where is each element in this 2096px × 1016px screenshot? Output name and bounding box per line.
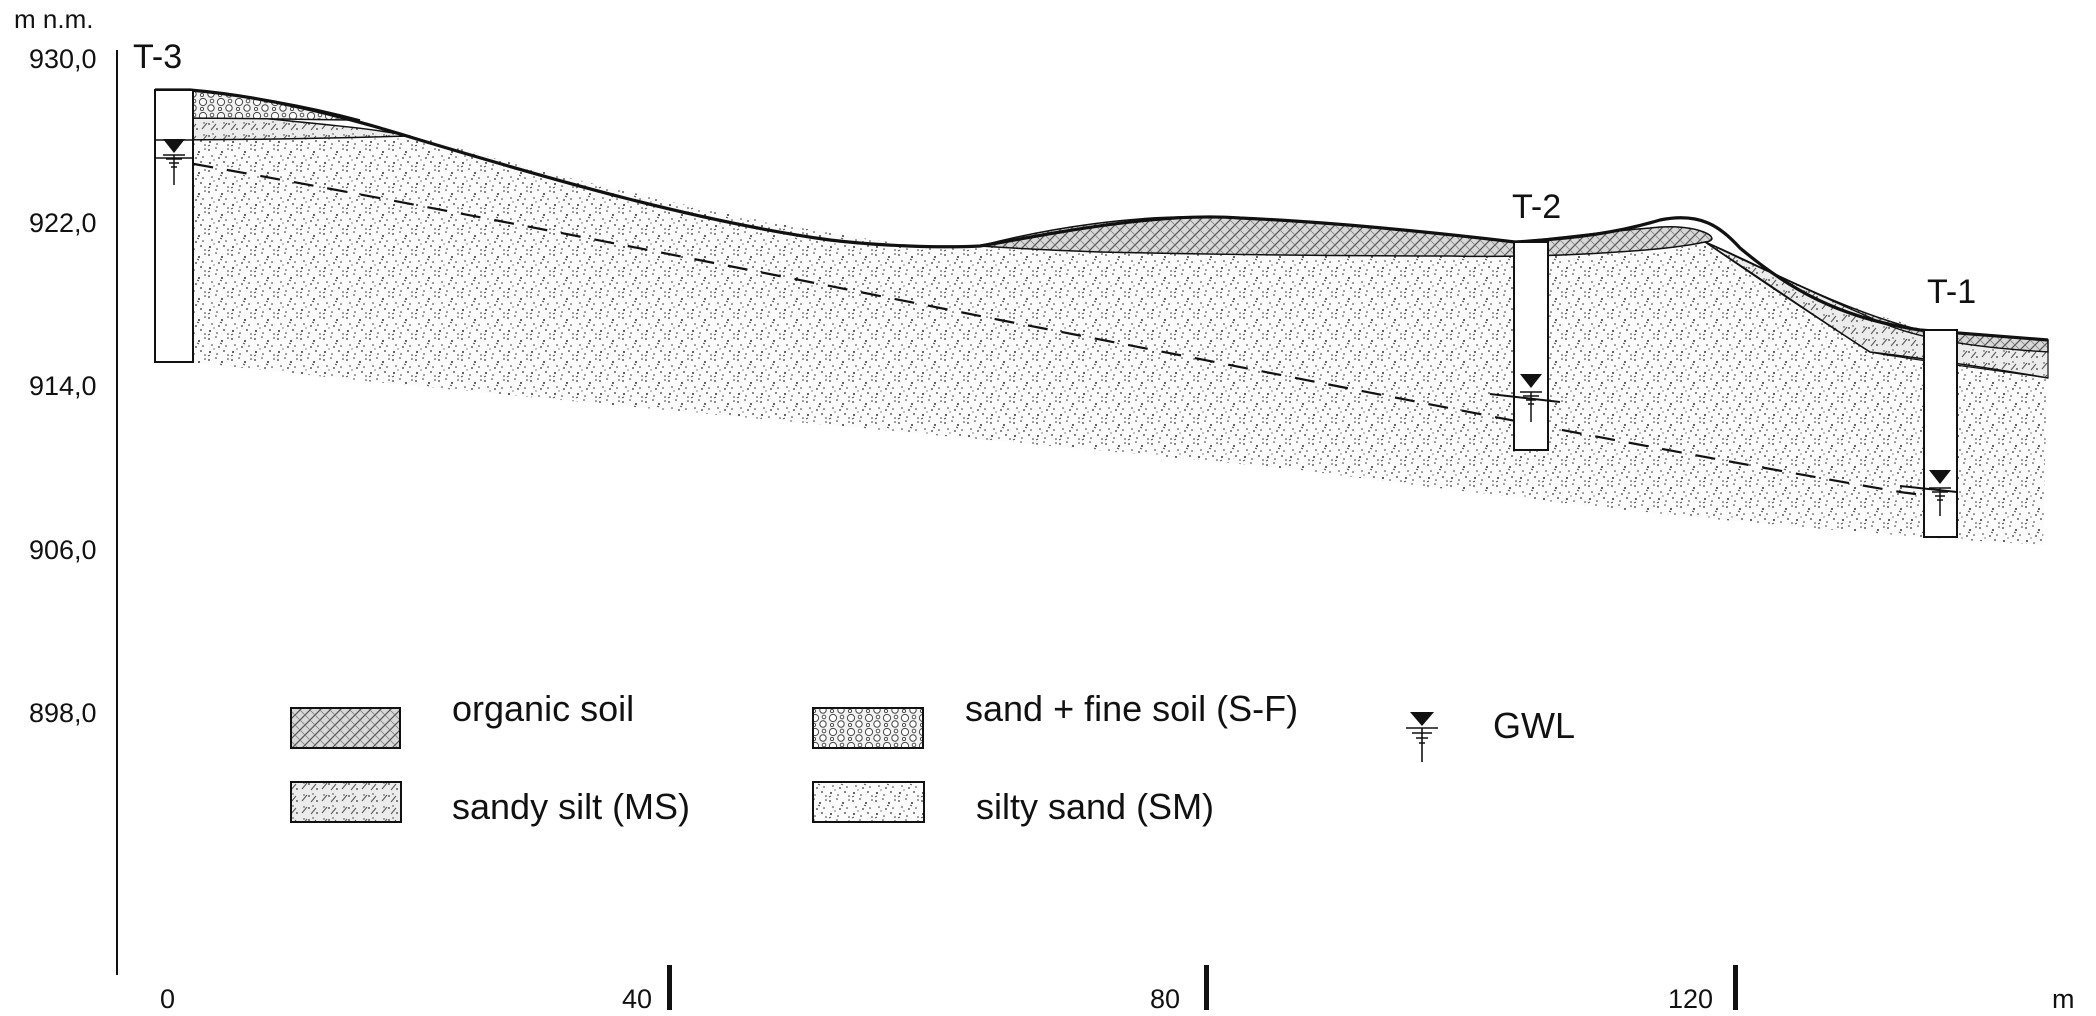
y-tick-label: 930,0 (29, 44, 97, 74)
legend-swatch-organic-soil (290, 707, 401, 749)
legend-gwl-symbol (1406, 712, 1438, 762)
borehole-label-t3: T-3 (133, 38, 183, 76)
x-tick-label: 80 (1150, 984, 1181, 1014)
borehole-t1 (1899, 329, 1958, 538)
legend-swatch-sand-fine (812, 707, 924, 749)
y-tick-label: 906,0 (29, 535, 97, 565)
legend-label-silty-sand: silty sand (SM) (976, 786, 1215, 827)
x-tick-bar-40 (667, 965, 672, 1010)
y-tick-label: 922,0 (29, 208, 97, 238)
legend-label-gwl: GWL (1493, 705, 1576, 746)
borehole-t2 (1489, 241, 1561, 451)
borehole-t3 (154, 89, 194, 363)
gwl-symbol (1520, 374, 1542, 422)
ground-surface-line (155, 88, 2049, 342)
x-tick-bar-80 (1204, 965, 1209, 1010)
legend-swatch-sandy-silt (290, 781, 402, 823)
legend-label-sandy-silt: sandy silt (MS) (452, 786, 691, 827)
gwl-symbol (1929, 470, 1951, 516)
legend-label-sand-fine: sand + fine soil (S-F) (965, 688, 1299, 729)
borehole-column (154, 89, 194, 363)
x-tick-label: 0 (160, 984, 176, 1014)
silty-sand-layer (155, 137, 2048, 545)
legend-swatch-silty-sand (812, 781, 925, 823)
gwl-symbol (163, 139, 185, 185)
gwl-dashed-line (159, 156, 1961, 502)
x-tick-bar-120 (1733, 965, 1738, 1010)
borehole-label-t1: T-1 (1927, 273, 1977, 311)
x-tick-label: 120 (1668, 984, 1714, 1014)
y-axis-unit: m n.m. (14, 4, 94, 34)
y-tick-label: 914,0 (29, 371, 97, 401)
y-tick-label: 898,0 (29, 698, 97, 728)
borehole-label-t2: T-2 (1512, 188, 1562, 226)
layer-boundary-right (1704, 241, 2049, 379)
x-axis-unit: m (2052, 984, 2075, 1014)
legend-label-organic-soil: organic soil (452, 688, 635, 729)
x-tick-label: 40 (622, 984, 653, 1014)
organic-soil-layer (979, 216, 1713, 258)
